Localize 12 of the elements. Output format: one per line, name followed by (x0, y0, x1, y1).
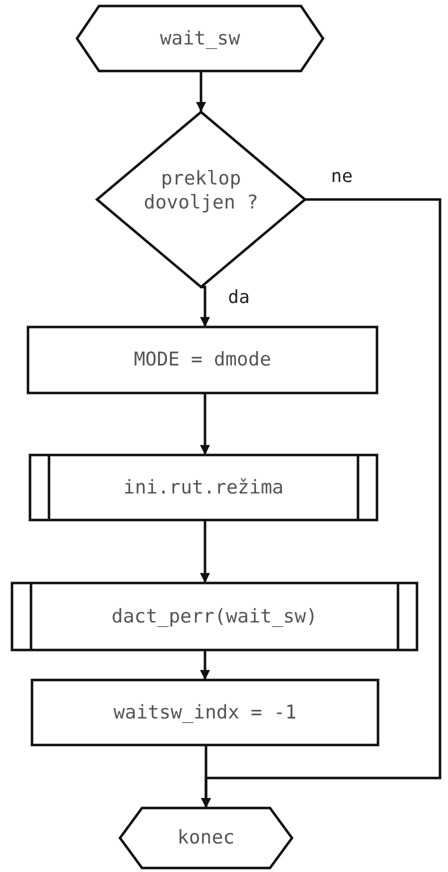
arrow (200, 286, 210, 327)
arrow (200, 518, 210, 583)
arrow (200, 392, 210, 455)
node-text: ini.rut.režima (123, 475, 284, 500)
arrow (200, 648, 210, 680)
arrow (201, 198, 442, 808)
node-text: dact_perr(wait_sw) (112, 604, 318, 629)
node-text: waitsw_indx = -1 (113, 700, 297, 725)
node-text: wait_sw (160, 26, 240, 51)
decision-text: preklop dovoljen ? (142, 166, 260, 216)
node-text: konec (177, 826, 235, 850)
node-text: MODE = dmode (134, 348, 272, 372)
